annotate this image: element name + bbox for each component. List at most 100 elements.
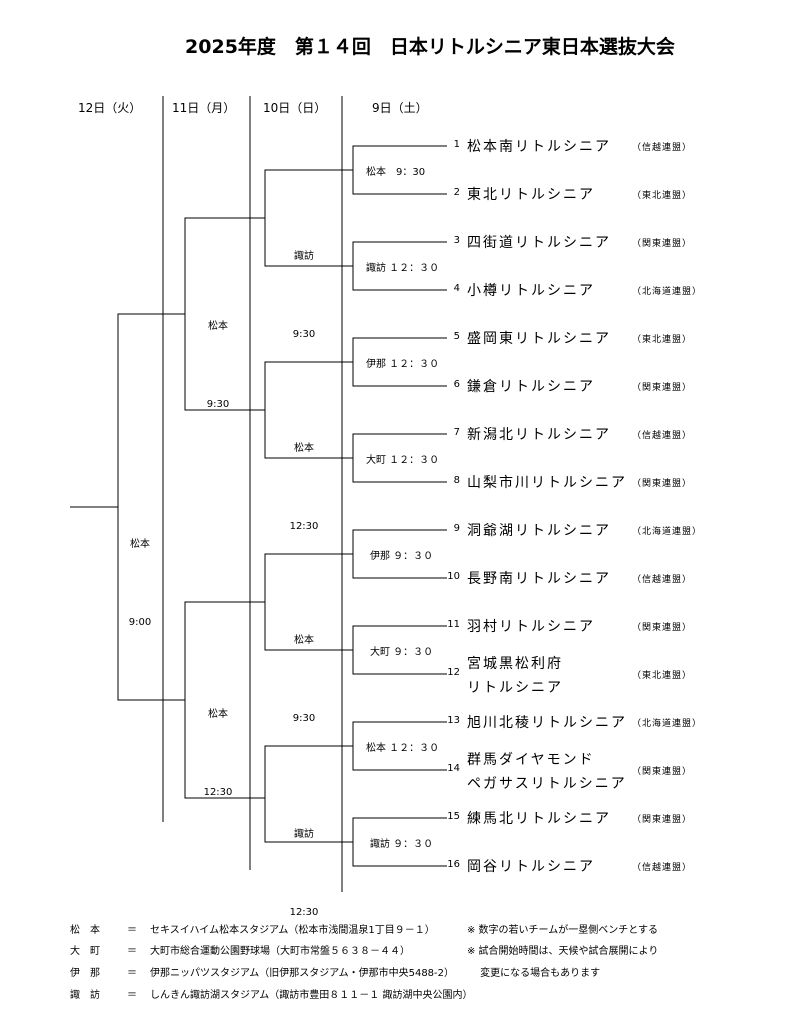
team-league: （北海道連盟） — [632, 719, 703, 729]
team-number: 6 — [453, 379, 460, 390]
match-final-label: 松本 9:00 — [120, 480, 160, 662]
venue-note-desc: セキスイハイム松本スタジアム（松本市浅間温泉1丁目９－１） — [150, 925, 435, 936]
remark-note: ※ 試合開始時間は、天候や試合展開により — [467, 946, 659, 957]
venue-note-desc: 大町市総合運動公園野球場（大町市常盤５６３８－４４） — [150, 946, 410, 957]
match-time: 9:00 — [128, 617, 152, 628]
team-league: （北海道連盟） — [632, 527, 703, 537]
team-name: 四街道リトルシニア — [467, 235, 611, 251]
team-name: 洞爺湖リトルシニア — [467, 523, 611, 539]
team-league: （東北連盟） — [632, 671, 693, 681]
match-r1-label: 伊那 ９：３０ — [370, 551, 434, 562]
team-league: （関東連盟） — [632, 383, 693, 393]
team-number: 7 — [453, 427, 460, 438]
team-name-line2: リトルシニア — [467, 680, 563, 696]
match-r1-label: 諏訪 １２：３０ — [366, 263, 440, 274]
match-time: 12:30 — [289, 521, 319, 532]
match-r2-label: 松本 12:30 — [276, 384, 332, 566]
team-name: 鎌倉リトルシニア — [467, 379, 595, 395]
team-number: 3 — [453, 235, 460, 246]
venue-note-eq: ＝ — [127, 968, 137, 979]
team-league: （東北連盟） — [632, 335, 693, 345]
team-number: 14 — [447, 763, 460, 774]
remark-note: ※ 数字の若いチームが一塁側ベンチとする — [467, 925, 658, 936]
venue-note-abbr: 諏 訪 — [70, 990, 100, 1001]
venue-note-abbr: 大 町 — [70, 946, 100, 957]
team-number: 11 — [447, 619, 460, 630]
remark-note: 変更になる場合もあります — [467, 968, 601, 979]
team-name: 宮城黒松利府 — [467, 656, 563, 672]
team-name: 新潟北リトルシニア — [467, 427, 611, 443]
match-venue: 松本 — [208, 709, 228, 720]
team-name-line2: ペガサスリトルシニア — [467, 776, 627, 792]
match-r2-label: 松本 9:30 — [276, 576, 332, 758]
team-number: 1 — [453, 139, 460, 150]
match-venue: 松本 — [294, 635, 314, 646]
venue-note-desc: しんきん諏訪湖スタジアム（諏訪市豊田８１１－１ 諏訪湖中央公園内） — [150, 990, 473, 1001]
team-name: 岡谷リトルシニア — [467, 859, 595, 875]
team-name: 群馬ダイヤモンド — [467, 752, 595, 768]
team-league: （信越連盟） — [632, 143, 693, 153]
team-league: （関東連盟） — [632, 767, 693, 777]
team-league: （関東連盟） — [632, 815, 693, 825]
match-r1-label: 諏訪 ９：３０ — [370, 839, 434, 850]
bracket-r2-4 — [264, 745, 353, 843]
day-header-11: 11日（月） — [172, 101, 236, 115]
team-league: （東北連盟） — [632, 191, 693, 201]
team-name: 松本南リトルシニア — [467, 139, 611, 155]
match-r2-label: 諏訪 9:30 — [276, 192, 332, 374]
team-league: （信越連盟） — [632, 575, 693, 585]
team-number: 15 — [447, 811, 460, 822]
match-r3-label: 松本 9:30 — [190, 262, 246, 444]
team-league: （信越連盟） — [632, 863, 693, 873]
match-time: 12:30 — [289, 907, 319, 918]
team-name: 山梨市川リトルシニア — [467, 475, 627, 491]
venue-note-desc: 伊那ニッパツスタジアム（旧伊那スタジアム・伊那市中央5488-2） — [150, 968, 455, 979]
match-r1-label: 松本 １２：３０ — [366, 743, 440, 754]
match-r1-label: 大町 ９：３０ — [370, 647, 434, 658]
team-number: 16 — [447, 859, 460, 870]
team-name: 羽村リトルシニア — [467, 619, 595, 635]
team-number: 13 — [447, 715, 460, 726]
venue-note-eq: ＝ — [127, 990, 137, 1001]
team-name: 東北リトルシニア — [467, 187, 595, 203]
team-name: 練馬北リトルシニア — [467, 811, 611, 827]
team-name: 長野南リトルシニア — [467, 571, 611, 587]
team-league: （関東連盟） — [632, 623, 693, 633]
team-league: （信越連盟） — [632, 431, 693, 441]
team-number: 8 — [453, 475, 460, 486]
venue-note-eq: ＝ — [127, 925, 137, 936]
match-venue: 諏訪 — [294, 829, 314, 840]
match-r3-label: 松本 12:30 — [190, 650, 246, 832]
match-time: 9:30 — [206, 399, 230, 410]
team-number: 4 — [453, 283, 460, 294]
team-number: 10 — [447, 571, 460, 582]
team-number: 9 — [453, 523, 460, 534]
team-league: （北海道連盟） — [632, 287, 703, 297]
match-time: 12:30 — [203, 787, 233, 798]
match-venue: 諏訪 — [294, 251, 314, 262]
team-number: 2 — [453, 187, 460, 198]
match-r1-label: 松本 9：30 — [366, 167, 426, 178]
venue-note-abbr: 松 本 — [70, 925, 100, 936]
page-title: 2025年度 第１４回 日本リトルシニア東日本選抜大会 — [185, 36, 675, 58]
match-time: 9:30 — [292, 329, 316, 340]
team-number: 12 — [447, 667, 460, 678]
venue-note-abbr: 伊 那 — [70, 968, 100, 979]
team-name: 小樽リトルシニア — [467, 283, 595, 299]
team-league: （関東連盟） — [632, 479, 693, 489]
match-r1-label: 伊那 １２：３０ — [366, 359, 440, 370]
match-venue: 松本 — [294, 443, 314, 454]
match-r2-label: 諏訪 12:30 — [276, 770, 332, 952]
team-name: 盛岡東リトルシニア — [467, 331, 611, 347]
day-header-12: 12日（火） — [78, 101, 142, 115]
match-time: 9:30 — [292, 713, 316, 724]
team-number: 5 — [453, 331, 460, 342]
team-name: 旭川北稜リトルシニア — [467, 715, 627, 731]
venue-note-eq: ＝ — [127, 946, 137, 957]
day-header-9: 9日（土） — [372, 101, 428, 115]
match-r1-label: 大町 １２：３０ — [366, 455, 440, 466]
match-venue: 松本 — [208, 321, 228, 332]
team-league: （関東連盟） — [632, 239, 693, 249]
day-header-10: 10日（日） — [263, 101, 327, 115]
